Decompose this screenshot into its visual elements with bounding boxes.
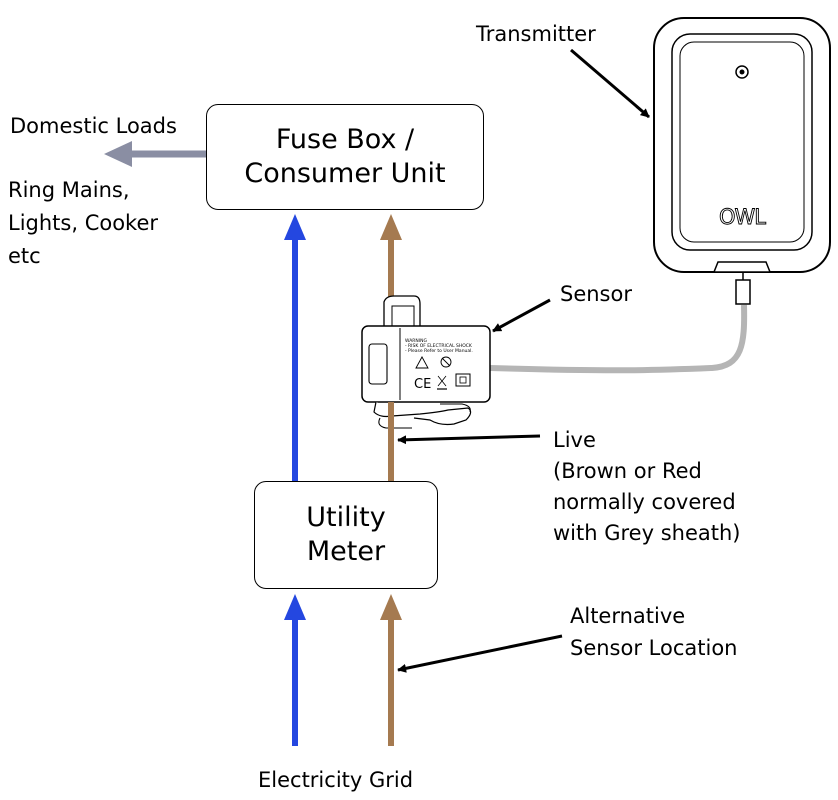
transmitter-device xyxy=(653,17,831,305)
live-label-line-3: normally covered xyxy=(553,490,736,514)
lower-neutral-arrowhead xyxy=(284,594,306,620)
sensor-warning-line-1: WARNING xyxy=(405,338,427,344)
live-label-line-4: with Grey sheath) xyxy=(553,521,741,545)
live-pointer-arrow xyxy=(397,434,541,445)
sensor-pointer-arrow xyxy=(492,298,551,333)
fuse-box-line-2: Consumer Unit xyxy=(244,158,446,189)
transmitter-label: Transmitter xyxy=(476,22,596,46)
transmitter-led xyxy=(735,65,749,79)
alternative-location-label-line-1: Alternative xyxy=(570,604,686,628)
domestic-loads-arrowhead xyxy=(104,141,132,167)
sensor-warning-line-3: - Please Refer to User Manual. xyxy=(405,348,473,354)
upper-live-arrowhead xyxy=(380,214,402,240)
sensor-warning-line-2: - RISK OF ELECTRICAL SHOCK xyxy=(405,343,473,349)
ring-mains-label-line-3: etc xyxy=(8,244,41,268)
live-label-line-2: (Brown or Red xyxy=(553,459,702,483)
alternative-location-label-line-2: Sensor Location xyxy=(570,636,738,660)
sensor-cable xyxy=(489,304,748,374)
transmitter-connector xyxy=(712,261,772,273)
lower-live-arrowhead xyxy=(380,594,402,620)
sensor-double-insulation-mark xyxy=(455,373,471,387)
electricity-grid-label: Electricity Grid xyxy=(258,768,414,792)
upper-neutral-arrowhead xyxy=(284,214,306,240)
live-label-line-1: Live xyxy=(553,428,596,452)
sensor-warning-triangle xyxy=(415,356,429,369)
sensor-clamp xyxy=(361,295,491,438)
ring-mains-label-line-2: Lights, Cooker xyxy=(8,211,159,235)
meter-line-2: Meter xyxy=(306,536,386,567)
utility-meter: Utility Meter xyxy=(254,481,438,589)
transmitter-pointer-arrow xyxy=(570,48,650,119)
fuse-box-consumer-unit: Fuse Box / Consumer Unit xyxy=(206,104,484,210)
transmitter-brand-logo: OWL xyxy=(719,205,766,229)
fuse-box-line-1: Fuse Box / xyxy=(275,124,415,155)
sensor-label: Sensor xyxy=(560,282,632,306)
domestic-loads-label: Domestic Loads xyxy=(10,114,177,138)
alternative-location-pointer-arrow xyxy=(397,634,563,673)
ring-mains-label-line-1: Ring Mains, xyxy=(8,178,130,202)
meter-line-1: Utility xyxy=(306,502,386,533)
sensor-ce-mark: CE xyxy=(414,377,431,392)
